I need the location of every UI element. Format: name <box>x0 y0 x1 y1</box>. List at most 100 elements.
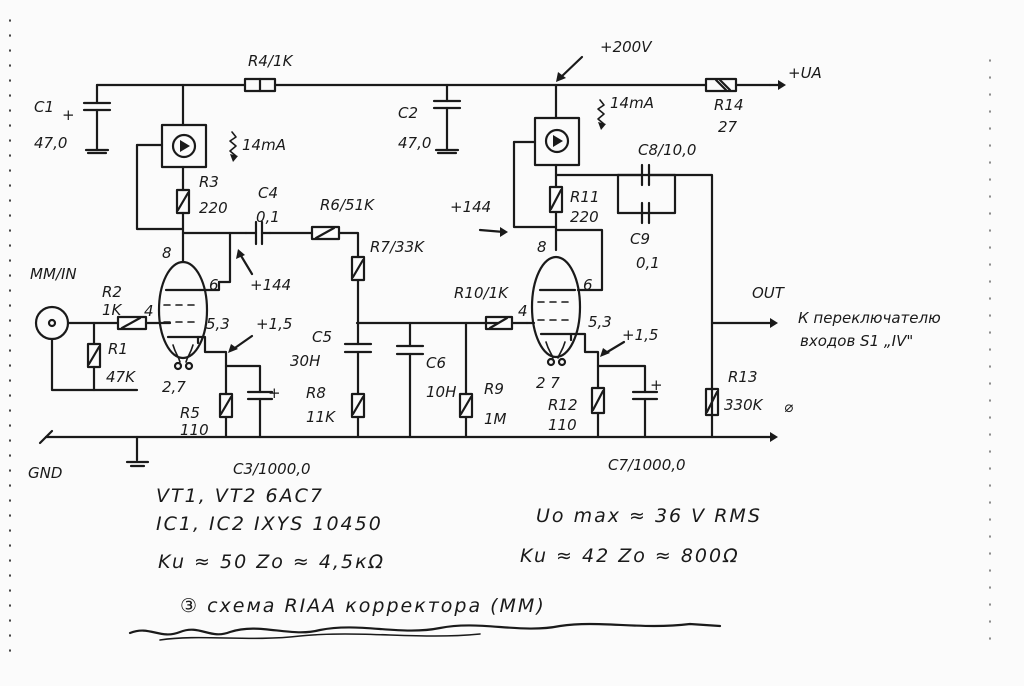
note-caption: ③ схема RIAA корректора (MM) <box>180 595 546 617</box>
out-terminal-arrow <box>770 318 778 328</box>
label-stage2-plate-voltage: +144 <box>450 198 491 216</box>
r3-resistor <box>175 188 191 215</box>
r4-resistor <box>243 77 277 93</box>
note-max-output: Uo max ≈ 36 V RMS <box>536 505 762 527</box>
label-vt1-heater: 2,7 <box>162 378 186 396</box>
label-c2-value: 47,0 <box>398 134 431 152</box>
r14-resistor <box>704 77 738 93</box>
label-r5-name: R5 <box>180 404 200 422</box>
label-c5-value: 30H <box>290 352 320 370</box>
c6-capacitor <box>395 344 425 359</box>
label-r11-value: 220 <box>570 208 599 226</box>
label-mm-in: MM/IN <box>30 265 77 283</box>
label-r3-name: R3 <box>199 173 219 191</box>
label-r4: R4/1K <box>248 52 294 70</box>
label-r1-value: 47K <box>106 368 136 386</box>
r6-resistor <box>310 225 341 241</box>
label-r12-name: R12 <box>548 396 578 414</box>
r13-resistor <box>704 387 720 417</box>
label-ic1-current: 14mA <box>242 136 286 154</box>
label-r14-value: 27 <box>718 118 738 136</box>
vt2-tube <box>530 255 582 367</box>
label-r8-value: 11K <box>306 408 336 426</box>
c2-capacitor <box>432 83 462 155</box>
r2-resistor <box>116 315 148 331</box>
label-vt1-cathode-voltage: +1,5 <box>256 315 292 333</box>
ic1-current-source <box>160 123 208 169</box>
vt1-anode-arrow <box>236 249 254 276</box>
underline-scribble <box>128 622 722 641</box>
label-c9-value: 0,1 <box>636 254 660 272</box>
ic2-current-arrow <box>597 99 606 130</box>
label-c6-value: 10H <box>426 383 456 401</box>
label-c2-name: C2 <box>398 104 418 122</box>
label-r11-name: R11 <box>570 188 600 206</box>
label-vt1-pin6: 6 <box>209 276 219 294</box>
label-gnd: GND <box>28 464 62 482</box>
component-labels: R4/1K +200V +UA R14 27 + C1 47,0 C2 47,0… <box>28 38 941 482</box>
r12-resistor <box>590 386 606 439</box>
label-c1-plus: + <box>62 106 75 124</box>
label-r7: R7/33K <box>370 238 425 256</box>
label-vt1-plate-voltage: +144 <box>250 276 291 294</box>
label-r13-value: 330K <box>724 396 764 414</box>
c7-capacitor <box>631 390 659 439</box>
ground-rail <box>38 429 772 468</box>
note-ics: IC1, IC2 IXYS 10450 <box>156 513 383 535</box>
label-r8-name: R8 <box>306 384 326 402</box>
supply-200v-arrow <box>556 55 584 82</box>
label-c6-name: C6 <box>426 354 446 372</box>
input-wiring <box>50 321 172 392</box>
label-r5-value: 110 <box>180 421 209 439</box>
label-supply-200v: +200V <box>600 38 653 56</box>
label-r6: R6/51K <box>320 196 375 214</box>
ground-terminal-arrow <box>770 432 778 442</box>
vt2-cathode-arrow <box>600 340 626 357</box>
label-r13-name: R13 <box>728 368 758 386</box>
vt1-cathode-arrow <box>228 334 254 353</box>
stage1-wiring <box>135 83 529 439</box>
label-r2-value: 1K <box>102 301 123 319</box>
label-c5-name: C5 <box>312 328 332 346</box>
stage2-anode-arrow <box>478 227 508 237</box>
r1-resistor <box>86 342 102 369</box>
note-stage2-specs: Ku ≈ 42 Zo ≈ 800Ω <box>520 545 740 567</box>
label-vt1-pin53: 5,3 <box>206 315 230 333</box>
label-r2-name: R2 <box>102 283 122 301</box>
label-c3-plus: + <box>268 384 281 402</box>
c1-capacitor <box>82 83 112 155</box>
r11-resistor <box>548 185 564 214</box>
ua-terminal-arrow <box>768 80 786 90</box>
r10-resistor <box>484 315 514 331</box>
label-vt2-pin4: 4 <box>518 302 528 320</box>
label-vt2-pin6: 6 <box>583 276 593 294</box>
label-ic2-current: 14mA <box>610 94 654 112</box>
input-jack <box>34 305 70 341</box>
label-vt2-heater: 2 7 <box>536 374 560 392</box>
label-r1-name: R1 <box>108 340 128 358</box>
label-c1-value: 47,0 <box>34 134 67 152</box>
label-ua: +UA <box>788 64 822 82</box>
label-vt2-pin53: 5,3 <box>588 313 612 331</box>
r9-resistor <box>458 392 474 419</box>
label-c7-plus: + <box>650 376 663 394</box>
label-vt1-pin4: 4 <box>144 302 154 320</box>
label-vt1-pin8: 8 <box>162 244 172 262</box>
c3-capacitor <box>246 390 274 439</box>
label-c4-name: C4 <box>258 184 278 202</box>
note-stage1-specs: Ku ≈ 50 Zo ≈ 4,5кΩ <box>158 551 385 573</box>
c8-capacitor <box>616 163 677 187</box>
label-r9-name: R9 <box>484 380 504 398</box>
note-tubes: VT1, VT2 6AC7 <box>156 485 324 507</box>
label-to-switch-line1: К переключателю <box>798 309 941 327</box>
vt1-tube <box>157 260 209 371</box>
label-c4-value: 0,1 <box>256 208 280 226</box>
label-r9-value: 1M <box>484 410 507 428</box>
notes: VT1, VT2 6AC7 IC1, IC2 IXYS 10450 Ku ≈ 5… <box>156 485 762 617</box>
c9-capacitor <box>640 201 651 225</box>
vt1-pins-wiring <box>181 258 262 396</box>
r7-resistor <box>350 255 366 282</box>
label-c3: C3/1000,0 <box>233 460 311 478</box>
